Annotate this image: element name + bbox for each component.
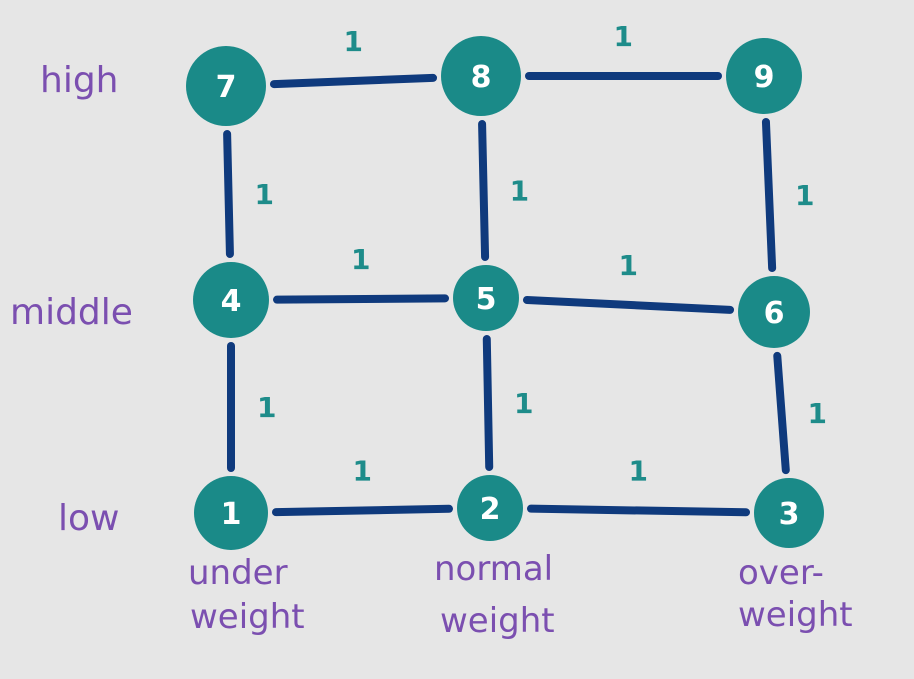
node-label-4: 4: [221, 284, 242, 319]
edge-weight-4-1: 1: [257, 391, 276, 424]
node-circle-1: [194, 476, 268, 550]
node-3: 3: [754, 478, 824, 548]
weights-layer: 1 1 1 1 1 1 1 1 1 1 1 1: [255, 20, 827, 487]
row-label-low: low: [58, 498, 119, 539]
node-label-5: 5: [476, 282, 497, 317]
edge-6-3: [773, 351, 790, 475]
edge-weight-6-3: 1: [808, 397, 827, 430]
node-circle-8: [441, 36, 521, 116]
node-1: 1: [194, 476, 268, 550]
edge-weight-1-2: 1: [352, 454, 371, 487]
edge-weight-7-8: 1: [344, 25, 363, 58]
node-label-6: 6: [764, 296, 785, 331]
row-label-middle: middle: [10, 292, 133, 333]
node-circle-6: [738, 276, 810, 348]
col-label-normal-line1: normal: [434, 549, 553, 589]
node-label-2: 2: [480, 492, 501, 527]
col-label-under-line2: weight: [190, 597, 305, 637]
edge-5-6: [522, 295, 735, 314]
edge-weight-7-4: 1: [255, 178, 274, 211]
edge-5-2: [482, 334, 494, 472]
node-2: 2: [457, 475, 523, 541]
col-label-under-line1: under: [188, 553, 288, 593]
node-label-3: 3: [779, 497, 800, 532]
node-8: 8: [441, 36, 521, 116]
node-circle-2: [457, 475, 523, 541]
node-7: 7: [186, 46, 266, 126]
edge-weight-8-5: 1: [510, 174, 529, 207]
edge-weight-5-2: 1: [514, 387, 533, 420]
node-circle-5: [453, 265, 519, 331]
node-circle-7: [186, 46, 266, 126]
edge-7-8: [269, 73, 438, 89]
row-label-high: high: [40, 60, 119, 101]
node-circle-4: [193, 262, 269, 338]
col-label-over-line2: weight: [738, 595, 853, 635]
edge-weight-2-3: 1: [629, 454, 648, 487]
nodes-layer: 1 2 3 4 5 6 7 8 9: [186, 36, 824, 550]
node-label-9: 9: [754, 60, 775, 95]
edges-layer: [223, 72, 790, 517]
edge-weight-8-9: 1: [614, 20, 633, 53]
edge-4-5: [272, 294, 450, 304]
edge-weight-5-6: 1: [619, 249, 638, 282]
col-label-over-line1: over-: [738, 553, 824, 593]
node-label-7: 7: [216, 70, 237, 105]
col-label-normal-line2: weight: [440, 601, 555, 641]
node-5: 5: [453, 265, 519, 331]
node-circle-3: [754, 478, 824, 548]
edge-weight-9-6: 1: [795, 179, 814, 212]
edge-7-4: [223, 129, 234, 259]
node-label-8: 8: [471, 60, 492, 95]
edge-2-3: [526, 504, 751, 517]
edge-9-6: [761, 117, 777, 273]
node-9: 9: [726, 38, 802, 114]
node-circle-9: [726, 38, 802, 114]
node-label-1: 1: [221, 497, 242, 532]
node-4: 4: [193, 262, 269, 338]
node-6: 6: [738, 276, 810, 348]
edge-1-2: [271, 504, 454, 517]
edge-weight-4-5: 1: [351, 243, 370, 276]
edge-8-5: [478, 119, 490, 262]
